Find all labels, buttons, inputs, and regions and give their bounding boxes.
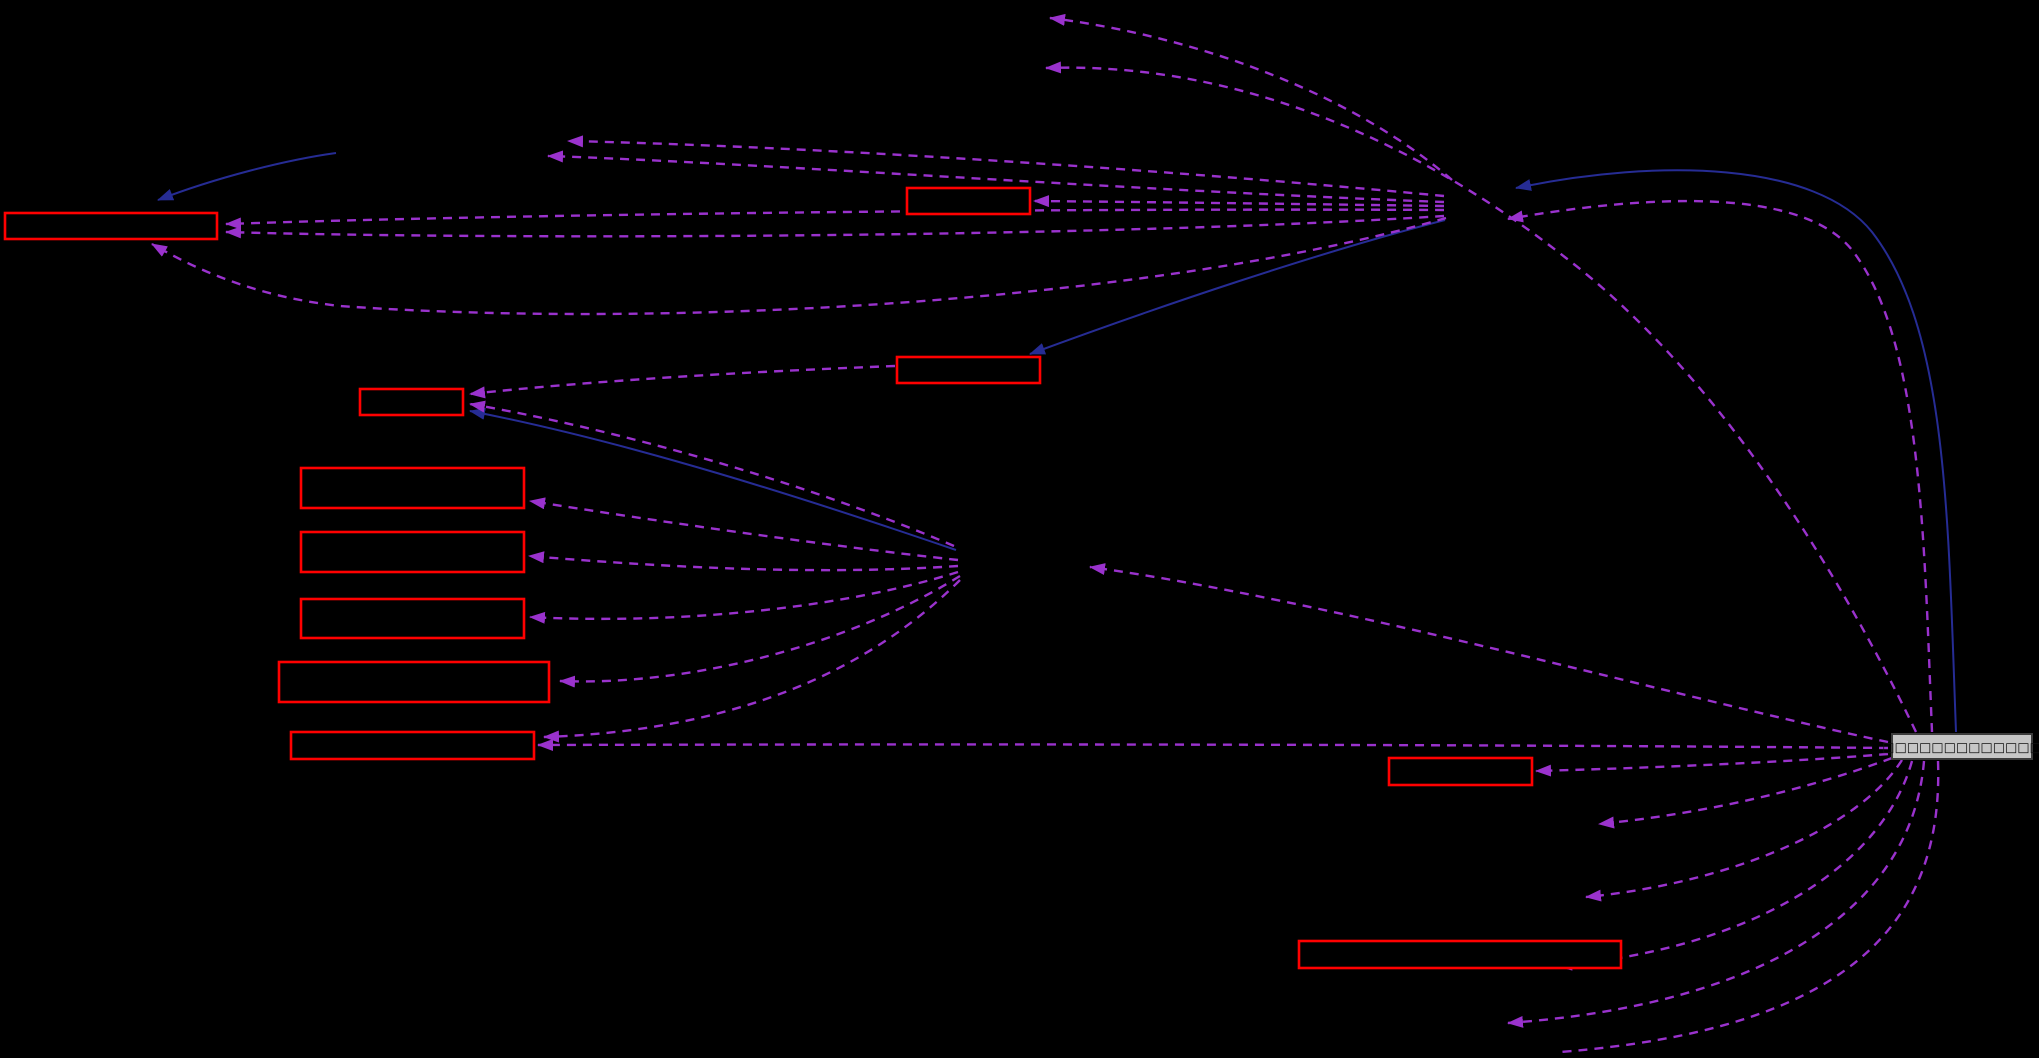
graph-edge-dashed bbox=[1033, 195, 1445, 208]
node-top-left[interactable] bbox=[3, 211, 219, 241]
graph-edge-dashed bbox=[529, 570, 959, 624]
node-col-1[interactable] bbox=[299, 466, 526, 510]
graph-edge-dashed bbox=[225, 214, 1445, 239]
graph-edge-dashed bbox=[537, 738, 1889, 751]
graph-edge-dashed bbox=[1598, 756, 1893, 829]
graph-edge-dashed bbox=[151, 216, 1447, 316]
graph-edge-dashed bbox=[469, 400, 955, 548]
graph-edge-dashed bbox=[225, 208, 1445, 230]
node-middle[interactable] bbox=[895, 355, 1042, 385]
graph-edge-dashed bbox=[1559, 760, 1940, 1054]
node-right-small[interactable] bbox=[1387, 756, 1534, 787]
node-col-5[interactable] bbox=[289, 730, 536, 761]
graph-edge-solid bbox=[1029, 219, 1446, 355]
graph-edge-dashed bbox=[1535, 752, 1889, 777]
node-top-middle[interactable] bbox=[905, 186, 1032, 216]
node-bottom-wide[interactable] bbox=[1297, 939, 1623, 970]
graph-edge-dashed bbox=[1507, 760, 1926, 1028]
node-col-2[interactable] bbox=[299, 530, 526, 574]
graph-edge-dashed bbox=[528, 551, 959, 572]
graph-edge-dashed bbox=[1556, 760, 1914, 971]
node-current bbox=[1891, 733, 2033, 760]
node-col-3[interactable] bbox=[299, 597, 526, 640]
graph-edge-solid bbox=[469, 407, 957, 551]
node-small-left[interactable] bbox=[358, 387, 465, 417]
graph-edge-dashed bbox=[567, 135, 1445, 198]
nodes-layer: □□□□□□□□□□□□□ bbox=[3, 186, 2039, 970]
current-node-label: □□□□□□□□□□□□□ bbox=[1882, 741, 2039, 756]
graph-edge-solid bbox=[1515, 169, 1957, 733]
graph-edge-dashed bbox=[1049, 13, 1453, 181]
graph-edge-dashed bbox=[1045, 61, 1918, 733]
graph-edge-dashed bbox=[1089, 563, 1889, 744]
graph-edge-dashed bbox=[1585, 759, 1904, 902]
graph-edge-dashed bbox=[1507, 199, 1934, 733]
graph-edge-dashed bbox=[559, 574, 961, 688]
graph-edge-dashed bbox=[543, 579, 961, 743]
graph-edge-dashed bbox=[529, 497, 959, 562]
graph-edge-dashed bbox=[469, 364, 896, 399]
graph-edge-solid bbox=[157, 152, 337, 201]
node-col-4[interactable] bbox=[277, 660, 551, 704]
edges-layer bbox=[151, 13, 1957, 1054]
